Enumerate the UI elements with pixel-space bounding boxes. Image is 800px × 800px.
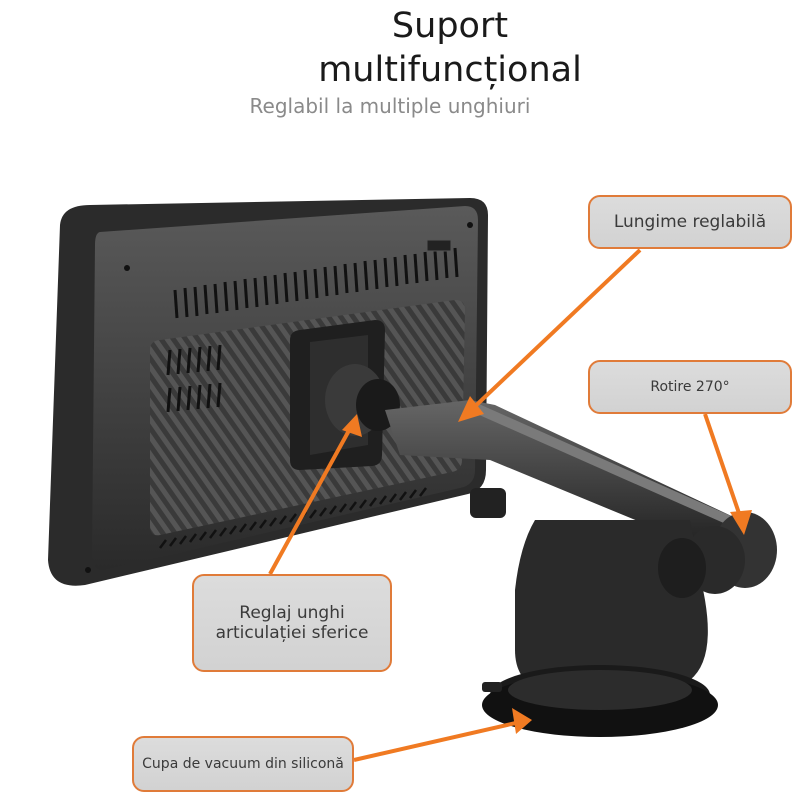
subtitle: Reglabil la multiple unghiuri [249, 94, 531, 118]
callout-label: Reglaj unghi articulației sferice [215, 602, 369, 643]
telescopic-arm [385, 400, 740, 555]
title-line-2: multifuncțional [318, 50, 582, 90]
page-title: Suport multifuncțional [250, 4, 650, 92]
arrow-length [466, 248, 642, 415]
callout-label: Lungime reglabilă [613, 211, 767, 232]
arrow-suction [353, 720, 521, 762]
rotation-knob [658, 512, 777, 598]
callout-label: Rotire 270° [650, 378, 730, 395]
callout-adjustable-length: Lungime reglabilă [588, 195, 792, 249]
pointer-arrows [268, 248, 752, 762]
arrow-ball-joint [268, 424, 354, 575]
title-line-1: Suport [391, 6, 509, 46]
monitor-back [48, 198, 488, 586]
callout-rotation: Rotire 270° [588, 360, 792, 414]
callout-ball-joint: Reglaj unghi articulației sferice [192, 574, 392, 672]
suction-base [482, 520, 718, 737]
arrow-rotation [703, 413, 744, 523]
callout-suction-cup: Cupa de vacuum din siliconă [132, 736, 354, 792]
callout-label: Cupa de vacuum din siliconă [142, 755, 344, 772]
